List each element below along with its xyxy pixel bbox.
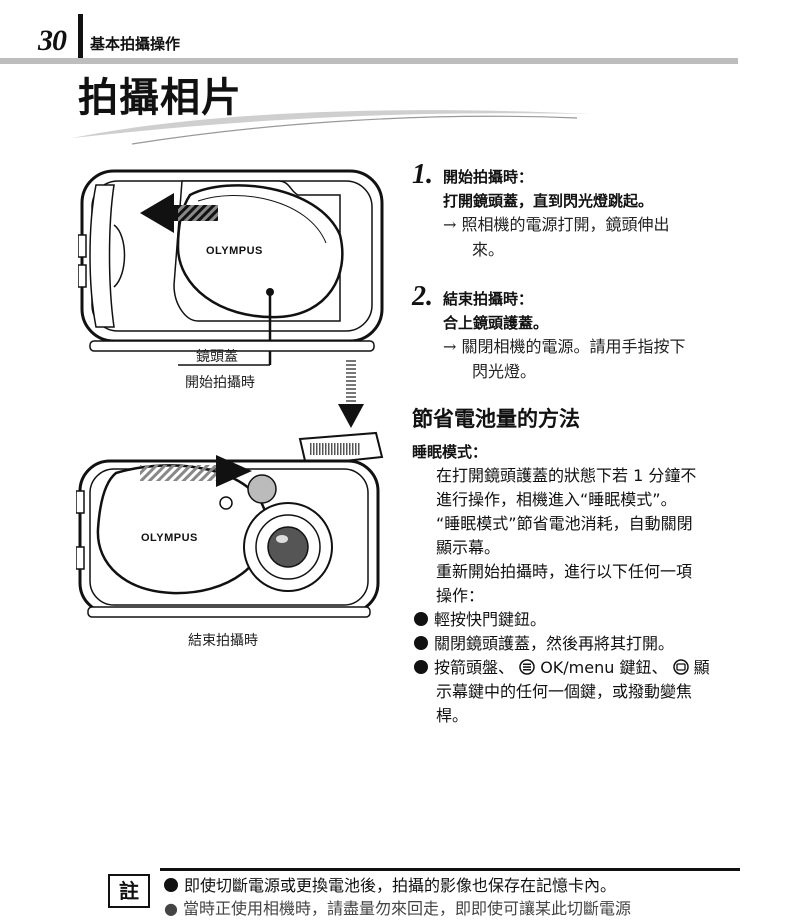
bullet-dot-icon xyxy=(164,878,178,892)
sleep-mode-label: 睡眠模式： xyxy=(412,443,488,461)
bullet-dot-icon xyxy=(414,636,428,650)
step-2-result-line-2: 閃光燈。 xyxy=(472,362,537,381)
ok-menu-button-icon xyxy=(519,659,535,675)
sleep-paragraph-line-5: 重新開始拍攝時，進行以下任何一項 xyxy=(436,562,693,581)
brand-logo-bottom: OLYMPUS xyxy=(141,532,198,544)
step-2-title: 結束拍攝時： xyxy=(443,290,534,308)
sleep-paragraph-line-6: 操作： xyxy=(436,586,485,605)
note-line-2-cut: ● 當時正使用相機時，請盡量勿來回走，即即使可讓某此切斷電源 xyxy=(164,899,632,918)
battery-section-heading: 節省電池量的方法 xyxy=(412,407,580,431)
start-shooting-caption: 開始拍攝時 xyxy=(185,375,255,391)
camera-open-illustration xyxy=(78,169,384,366)
sleep-paragraph-line-4: 顯示幕。 xyxy=(436,538,501,557)
step-1-result-line-2: 來。 xyxy=(472,240,505,259)
bullet-item-2: 關閉鏡頭護蓋，然後再將其打開。 xyxy=(414,632,674,656)
step-2-number: 2. xyxy=(412,281,433,312)
note-line-1: 即使切斷電源或更換電池後，拍攝的影像也保存在記憶卡內。 xyxy=(164,874,616,898)
note-rule xyxy=(160,868,740,871)
step-2-result-line-1: → 關閉相機的電源。請用手指按下 xyxy=(443,337,686,356)
brand-logo-top: OLYMPUS xyxy=(206,245,263,257)
step-2-instruction: 合上鏡頭護蓋。 xyxy=(443,314,549,332)
step-1-instruction: 打開鏡頭蓋，直到閃光燈跳起。 xyxy=(443,192,654,210)
step-1-result-line-1: → 照相機的電源打開，鏡頭伸出 xyxy=(443,215,670,234)
end-shooting-caption: 結束拍攝時 xyxy=(188,633,258,649)
title-swoosh-decoration xyxy=(72,110,592,145)
step-1-title: 開始拍攝時： xyxy=(443,168,534,186)
lens-cover-label: 鏡頭蓋 xyxy=(196,349,238,365)
bullet-item-3-line-2: 示幕鍵中的任何一個鍵，或撥動變焦 xyxy=(436,682,693,701)
bullet-dot-icon xyxy=(414,612,428,626)
header-bar xyxy=(78,14,83,60)
header-rule xyxy=(0,58,738,64)
monitor-button-icon xyxy=(672,659,689,675)
camera-closed-illustration xyxy=(76,431,384,618)
bullet-item-3: 按箭頭盤、 OK/menu 鍵鈕、 顯 xyxy=(414,656,710,680)
sleep-paragraph-line-1: 在打開鏡頭護蓋的狀態下若 1 分鐘不 xyxy=(436,466,697,485)
section-title: 基本拍攝操作 xyxy=(90,35,181,53)
down-arrow-icon xyxy=(338,360,364,428)
bullet-dot-icon xyxy=(414,660,428,674)
page-title: 拍攝相片 xyxy=(78,75,242,121)
sleep-paragraph-line-3: “睡眠模式”節省電池消耗，自動關閉 xyxy=(436,514,693,533)
page-number: 30 xyxy=(38,24,67,57)
bullet-item-1: 輕按快門鍵鈕。 xyxy=(414,608,546,632)
sleep-paragraph-line-2: 進行操作，相機進入“睡眠模式”。 xyxy=(436,490,677,509)
bullet-item-3-line-3: 桿。 xyxy=(436,706,469,725)
step-1-number: 1. xyxy=(412,159,433,190)
